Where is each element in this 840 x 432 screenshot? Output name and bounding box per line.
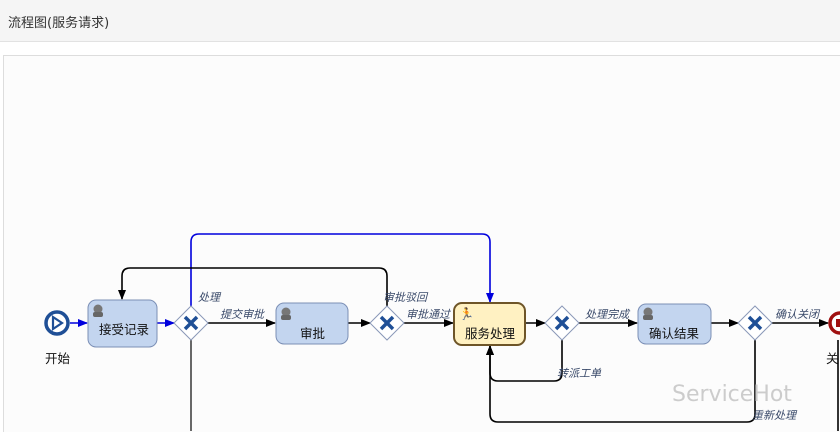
end-label: 关	[826, 351, 839, 366]
exclusive-gateway-3[interactable]	[544, 305, 580, 341]
task-label: 接受记录	[99, 322, 149, 337]
end-event[interactable]	[828, 311, 840, 335]
task-label: 确认结果	[649, 326, 700, 341]
user-icon	[93, 304, 103, 317]
flow-label-reject: 审批驳回	[383, 291, 429, 304]
task-label: 审批	[300, 326, 325, 341]
x-icon	[379, 315, 395, 331]
start-label: 开始	[45, 351, 71, 366]
flow-label-redo: 重新处理	[752, 409, 798, 422]
page-title: 流程图(服务请求)	[8, 16, 110, 31]
x-icon	[747, 315, 763, 331]
task-approval[interactable]: 审批	[275, 302, 349, 345]
flow-label-transfer: 转派工单	[557, 367, 602, 380]
task-service-handling[interactable]: 🏃 服务处理	[453, 302, 526, 346]
flow-transfer	[486, 340, 563, 382]
diagram-canvas	[3, 55, 840, 432]
exclusive-gateway-1[interactable]	[173, 305, 209, 341]
flow-label-submit: 提交审批	[220, 308, 265, 321]
exclusive-gateway-2[interactable]	[369, 305, 405, 341]
flow-label-process: 处理	[198, 291, 222, 304]
play-icon	[51, 314, 64, 332]
flow-reject	[118, 267, 388, 306]
flow-redo	[486, 340, 756, 423]
flow-process	[190, 233, 494, 306]
task-label: 服务处理	[465, 326, 516, 341]
flow-label-done: 处理完成	[585, 308, 631, 321]
x-icon	[183, 315, 199, 331]
start-event[interactable]	[44, 310, 70, 336]
watermark: ServiceHot	[672, 382, 792, 407]
task-confirm-result[interactable]: 确认结果	[637, 303, 712, 345]
exclusive-gateway-4[interactable]	[737, 305, 773, 341]
flow-label-approve: 审批通过	[406, 308, 452, 321]
running-icon: 🏃	[459, 307, 474, 321]
stop-icon	[836, 319, 840, 327]
x-icon	[554, 315, 570, 331]
user-icon	[643, 307, 653, 320]
header: 流程图(服务请求)	[0, 0, 840, 42]
task-accept-record[interactable]: 接受记录	[87, 299, 158, 348]
flow-label-confirm: 确认关闭	[775, 308, 821, 321]
user-icon	[281, 307, 291, 320]
